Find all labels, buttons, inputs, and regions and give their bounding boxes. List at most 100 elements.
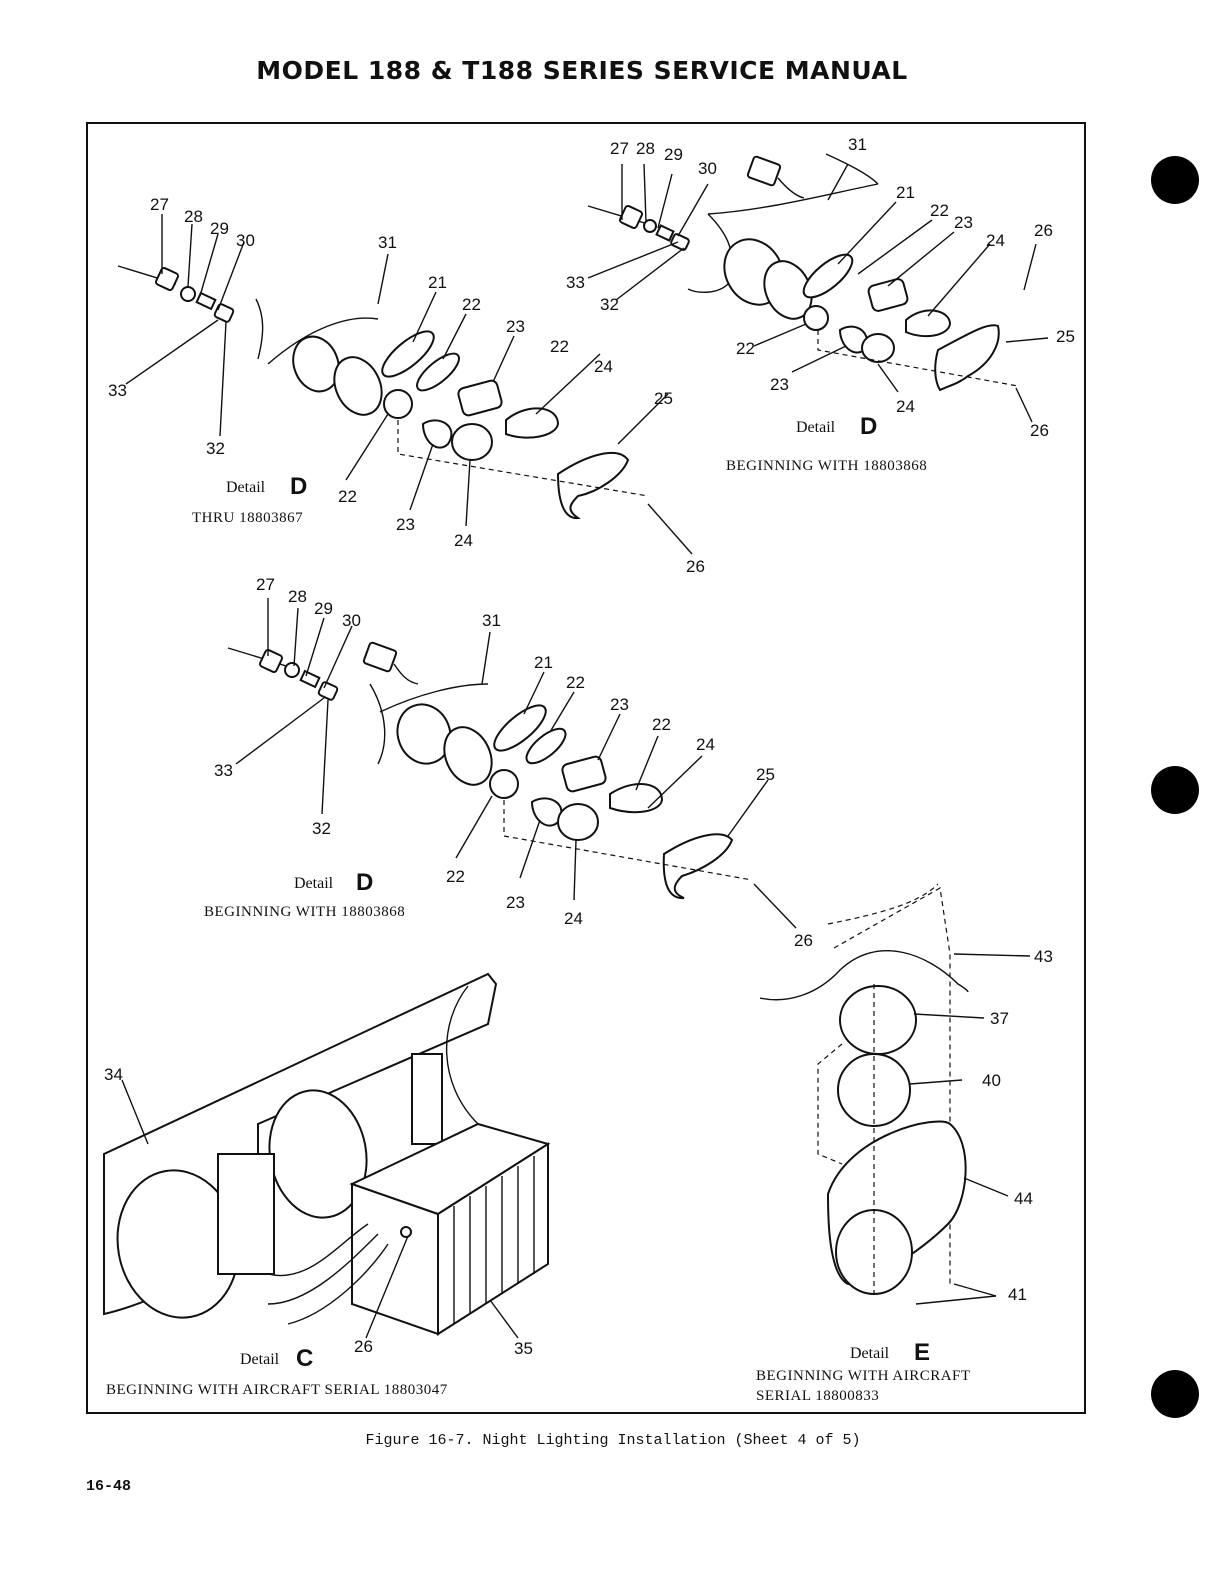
callout-32: 32 [312,819,331,838]
skin-edge [369,683,386,765]
figure-caption: Figure 16-7. Night Lighting Installation… [365,1432,861,1449]
connector-nut [259,649,283,673]
detail-c-beginning-18803047: 34 26 35 Detail C BEGINNING WITH AIRCRAF… [103,972,551,1398]
detail-e-beginning-18800833: 43 37 40 44 41 Detail E BEGINNING WITH A… [756,887,1053,1404]
binder-hole-bottom [1151,1370,1199,1418]
terminal [317,681,339,701]
callout-34: 34 [104,1065,123,1084]
detail-d-beginning-18803868-middle: 27 28 29 30 31 21 22 23 22 24 25 33 32 2… [204,575,939,950]
page-number: 16-48 [86,1478,132,1495]
gasket [802,253,854,299]
terminal [213,303,235,323]
washer [284,662,300,678]
lamp-socket [333,356,383,416]
lamp-base [867,278,909,312]
callout-22: 22 [566,673,585,692]
screw [400,1226,412,1238]
callout-24b: 24 [454,531,473,550]
callout-22c: 22 [338,487,357,506]
wingtip-skin [267,317,379,365]
callout-33: 33 [108,381,127,400]
gasket [381,330,435,378]
callout-27: 27 [256,575,275,594]
callout-30: 30 [342,611,361,630]
callout-41: 41 [1008,1285,1027,1304]
lens [609,782,664,814]
wire-3 [287,1243,389,1325]
callout-35: 35 [514,1339,533,1358]
detail-letter: D [860,413,877,440]
callout-25: 25 [1056,327,1075,346]
skin-edge [687,213,733,293]
callout-22: 22 [930,201,949,220]
callout-26: 26 [794,931,813,950]
connector-nut [619,205,643,229]
detail-subtitle: BEGINNING WITH AIRCRAFT SERIAL 18803047 [106,1382,448,1398]
detail-label: Detail [850,1345,890,1362]
callout-27: 27 [610,139,629,158]
page-header: MODEL 188 & T188 SERIES SERVICE MANUAL [256,56,908,85]
callout-22c: 22 [446,867,465,886]
callout-24b: 24 [564,909,583,928]
lamp-bulb [421,419,453,449]
lens-cap [451,423,493,461]
wire-2 [267,1233,379,1305]
detail-d-beginning-18803868-top: 27 28 29 30 31 21 22 23 24 26 25 33 32 2… [566,135,1075,474]
callout-24: 24 [594,357,613,376]
fairing [556,452,630,520]
callout-23b: 23 [770,375,789,394]
callout-31: 31 [378,233,397,252]
callout-28: 28 [184,207,203,226]
figure-illustration: 27 28 29 30 31 21 22 23 22 24 25 33 32 2… [103,135,1075,1404]
lamp-base [457,379,503,417]
callout-31: 31 [848,135,867,154]
gasket-2 [525,727,567,765]
callout-32: 32 [206,439,225,458]
callout-21: 21 [534,653,553,672]
connector-nut [155,267,179,291]
callout-21: 21 [428,273,447,292]
wire-1 [267,1223,369,1277]
detail-letter: E [914,1339,930,1366]
lamp-socket [443,726,493,786]
callout-22b: 22 [736,339,755,358]
heat-sink-fins [437,1142,549,1336]
callout-23: 23 [954,213,973,232]
callout-21: 21 [896,183,915,202]
rear-bracket [411,1053,443,1145]
detail-subtitle-line1: BEGINNING WITH AIRCRAFT [756,1368,971,1384]
callout-40: 40 [982,1071,1001,1090]
callout-24b: 24 [896,397,915,416]
light-housing [292,335,340,393]
callout-28: 28 [288,587,307,606]
electrical-plug [362,641,398,673]
callout-37: 37 [990,1009,1009,1028]
detail-subtitle: BEGINNING WITH 18803868 [204,904,405,920]
callout-24: 24 [696,735,715,754]
o-ring [489,769,519,799]
callout-25: 25 [756,765,775,784]
callout-23b: 23 [396,515,415,534]
grommet [655,224,675,242]
callout-27: 27 [150,195,169,214]
callout-26b: 26 [1030,421,1049,440]
o-ring [383,389,413,419]
detail-label: Detail [796,419,836,436]
detail-letter: C [296,1345,313,1372]
binder-hole-top [1151,156,1199,204]
callout-24: 24 [986,231,1005,250]
callout-23b: 23 [506,893,525,912]
detail-subtitle: THRU 18803867 [192,510,303,526]
gasket [493,704,547,752]
detail-subtitle-line2: SERIAL 18800833 [756,1388,879,1404]
callout-26: 26 [686,557,705,576]
mounting-bracket [217,1153,275,1275]
callout-22b: 22 [550,337,569,356]
detail-label: Detail [294,875,334,892]
panel-edge [759,949,969,1001]
callout-43: 43 [1034,947,1053,966]
grommet [195,291,217,311]
detail-letter: D [356,869,373,896]
lens-cap [861,333,895,363]
callout-32: 32 [600,295,619,314]
